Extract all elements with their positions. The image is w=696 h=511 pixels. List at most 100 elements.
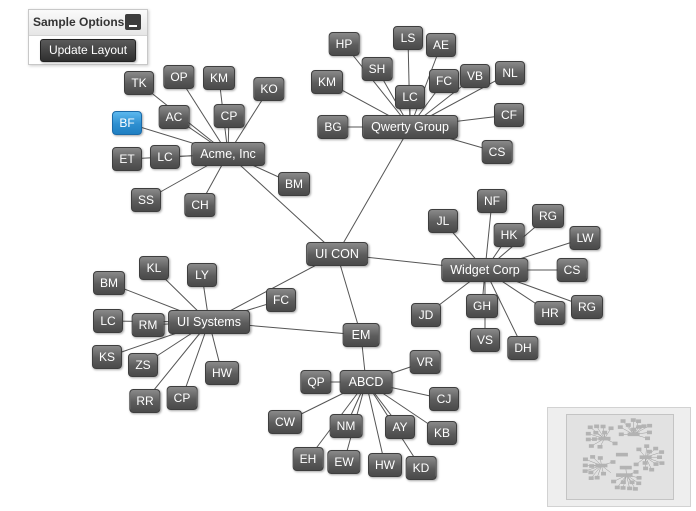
- options-panel-header: Sample Options:: [29, 10, 147, 36]
- overview-node-lc: [591, 437, 597, 441]
- graph-node-bm[interactable]: BM: [278, 172, 310, 196]
- edge-acme-inc-op: [178, 76, 229, 155]
- overview-node-hk: [646, 449, 652, 454]
- graph-node-ly[interactable]: LY: [187, 263, 217, 287]
- graph-node-sh[interactable]: SH: [361, 57, 393, 81]
- overview-node-rg: [659, 461, 665, 465]
- graph-node-cp[interactable]: CP: [213, 104, 245, 128]
- update-layout-button[interactable]: Update Layout: [40, 39, 136, 62]
- graph-node-ks[interactable]: KS: [91, 345, 123, 369]
- edge-ui-con-acme-inc: [227, 153, 338, 255]
- graph-node-cj[interactable]: CJ: [429, 387, 459, 411]
- graph-node-vb[interactable]: VB: [459, 64, 491, 88]
- graph-node-kl[interactable]: KL: [139, 256, 169, 280]
- graph-node-nl[interactable]: NL: [495, 61, 525, 85]
- overview-node-ch: [597, 445, 603, 449]
- graph-node-gh[interactable]: GH: [466, 294, 498, 318]
- graph-node-vr[interactable]: VR: [409, 350, 441, 374]
- graph-node-cw[interactable]: CW: [268, 410, 302, 434]
- graph-node-km[interactable]: KM: [311, 70, 343, 94]
- graph-node-jl[interactable]: JL: [428, 209, 458, 233]
- graph-node-nf[interactable]: NF: [477, 189, 507, 213]
- graph-node-em[interactable]: EM: [342, 323, 380, 347]
- sample-options-panel: Sample Options: Update Layout: [28, 9, 148, 65]
- graph-node-lc[interactable]: LC: [93, 309, 123, 333]
- overview-node-nl: [647, 423, 653, 428]
- graph-node-hw[interactable]: HW: [368, 453, 402, 477]
- overview-node-ew: [620, 486, 626, 490]
- overview-node-cw: [611, 479, 617, 484]
- graph-node-ui-systems[interactable]: UI Systems: [168, 310, 250, 334]
- graph-node-hk[interactable]: HK: [493, 223, 525, 247]
- graph-node-ew[interactable]: EW: [327, 450, 361, 474]
- overview-node-rm: [589, 464, 595, 468]
- collapse-button[interactable]: [125, 14, 141, 30]
- graph-node-fc[interactable]: FC: [266, 288, 296, 312]
- overview-node-ls: [630, 418, 636, 422]
- graph-node-lw[interactable]: LW: [569, 226, 601, 250]
- graph-node-op[interactable]: OP: [163, 65, 195, 89]
- overview-node-rr: [588, 476, 594, 480]
- overview-node-lc: [582, 463, 588, 468]
- graph-node-vs[interactable]: VS: [469, 328, 501, 352]
- overview-node-qwerty-group: [627, 432, 640, 437]
- graph-node-bg[interactable]: BG: [317, 115, 349, 139]
- graph-node-lc[interactable]: LC: [150, 145, 180, 169]
- graph-node-ss[interactable]: SS: [130, 188, 162, 212]
- overview-node-kl: [590, 455, 596, 459]
- graph-node-cf[interactable]: CF: [494, 103, 524, 127]
- overview-edge: [596, 465, 602, 478]
- overview-node-hp: [620, 419, 626, 423]
- graph-node-rg[interactable]: RG: [532, 204, 564, 228]
- graph-node-hr[interactable]: HR: [534, 301, 566, 325]
- overview-node-gh: [642, 461, 648, 465]
- graph-node-fc[interactable]: FC: [429, 69, 459, 93]
- graph-node-cp[interactable]: CP: [166, 386, 198, 410]
- graph-node-lc[interactable]: LC: [395, 85, 425, 109]
- overview-map[interactable]: [547, 407, 691, 507]
- overview-node-km: [600, 424, 606, 429]
- graph-node-ls[interactable]: LS: [393, 26, 423, 50]
- graph-node-ac[interactable]: AC: [158, 105, 190, 129]
- graph-node-cs[interactable]: CS: [481, 140, 513, 164]
- graph-node-ch[interactable]: CH: [184, 193, 216, 217]
- graph-node-km[interactable]: KM: [203, 66, 235, 90]
- overview-node-hw: [601, 471, 607, 476]
- graph-node-ae[interactable]: AE: [425, 33, 457, 57]
- overview-node-lw: [659, 450, 665, 454]
- graph-node-qwerty-group[interactable]: Qwerty Group: [362, 115, 458, 139]
- graph-node-zs[interactable]: ZS: [128, 353, 158, 377]
- graph-node-qp[interactable]: QP: [300, 370, 332, 394]
- overview-graph: [582, 418, 665, 491]
- graph-node-hp[interactable]: HP: [328, 32, 360, 56]
- graph-node-bm[interactable]: BM: [93, 271, 125, 295]
- graph-node-kb[interactable]: KB: [426, 421, 458, 445]
- overview-node-ks: [582, 469, 588, 473]
- graph-node-dh[interactable]: DH: [507, 336, 539, 360]
- graph-node-bf[interactable]: BF: [112, 111, 142, 135]
- graph-node-kd[interactable]: KD: [405, 456, 437, 480]
- graph-node-widget-corp[interactable]: Widget Corp: [441, 258, 529, 282]
- overview-node-bf: [585, 431, 591, 436]
- graph-node-acme-inc[interactable]: Acme, Inc: [191, 142, 265, 166]
- overview-node-cj: [636, 476, 642, 480]
- graph-node-nm[interactable]: NM: [329, 414, 363, 438]
- graph-node-eh[interactable]: EH: [292, 447, 324, 471]
- graph-node-abcd[interactable]: ABCD: [339, 370, 393, 394]
- graph-node-rg[interactable]: RG: [571, 295, 603, 319]
- graph-node-ko[interactable]: KO: [253, 77, 285, 101]
- graph-node-jd[interactable]: JD: [411, 303, 441, 327]
- overview-node-nf: [644, 444, 650, 448]
- graph-node-ay[interactable]: AY: [385, 415, 415, 439]
- graph-node-et[interactable]: ET: [112, 147, 142, 171]
- overview-edge: [591, 465, 602, 479]
- graph-node-hw[interactable]: HW: [205, 361, 239, 385]
- graph-node-tk[interactable]: TK: [124, 71, 154, 95]
- graph-node-rr[interactable]: RR: [129, 389, 161, 413]
- overview-node-bm: [582, 457, 588, 462]
- graph-node-rm[interactable]: RM: [131, 313, 165, 337]
- graph-node-cs[interactable]: CS: [556, 258, 588, 282]
- edge-ui-con-qwerty-group: [336, 126, 411, 255]
- graph-node-ui-con[interactable]: UI CON: [306, 242, 368, 266]
- edge-ui-systems-rr: [144, 321, 210, 402]
